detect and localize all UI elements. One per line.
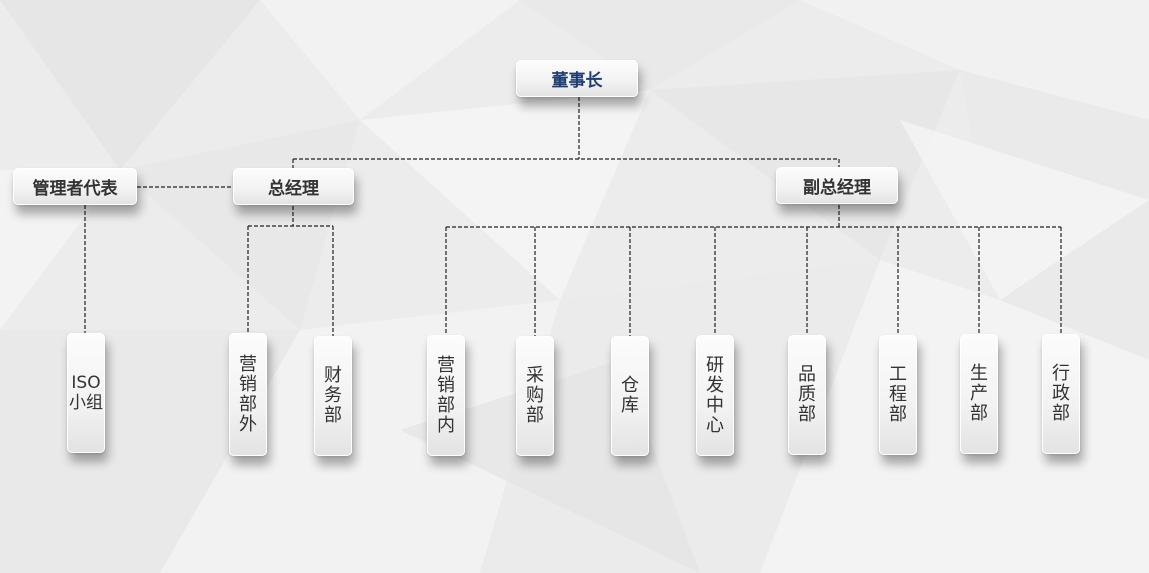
internal-sales-dept-label: 营销部内 [437, 354, 455, 436]
engineering-dept-label: 工程部 [889, 364, 907, 425]
management-representative-node: 管理者代表 [13, 168, 137, 205]
chairman-label: 董事长 [551, 71, 603, 91]
warehouse-label: 仓库 [621, 375, 639, 416]
external-sales-dept-node: 营销部外 [229, 333, 267, 456]
rd-center-node: 研发中心 [696, 335, 734, 456]
administration-dept-label: 行政部 [1052, 363, 1070, 424]
iso-group-node: ISO小组 [67, 333, 105, 453]
iso-group-label: ISO小组 [69, 373, 103, 413]
production-dept-label: 生产部 [970, 363, 988, 424]
warehouse-node: 仓库 [611, 336, 649, 456]
chairman-node: 董事长 [516, 60, 638, 97]
deputy-general-manager-label: 副总经理 [803, 178, 871, 198]
purchasing-dept-node: 采购部 [516, 336, 554, 456]
engineering-dept-node: 工程部 [879, 335, 917, 455]
quality-dept-node: 品质部 [788, 335, 826, 455]
general-manager-node: 总经理 [233, 168, 354, 205]
finance-dept-node: 财务部 [314, 336, 352, 456]
purchasing-dept-label: 采购部 [526, 365, 544, 426]
external-sales-dept-label: 营销部外 [239, 353, 257, 435]
internal-sales-dept-node: 营销部内 [427, 335, 465, 456]
administration-dept-node: 行政部 [1042, 334, 1080, 454]
finance-dept-label: 财务部 [324, 365, 342, 426]
management-representative-label: 管理者代表 [32, 179, 118, 199]
rd-center-label: 研发中心 [706, 354, 724, 436]
production-dept-node: 生产部 [960, 334, 998, 454]
general-manager-label: 总经理 [268, 179, 319, 199]
quality-dept-label: 品质部 [798, 364, 816, 425]
deputy-general-manager-node: 副总经理 [776, 167, 898, 204]
